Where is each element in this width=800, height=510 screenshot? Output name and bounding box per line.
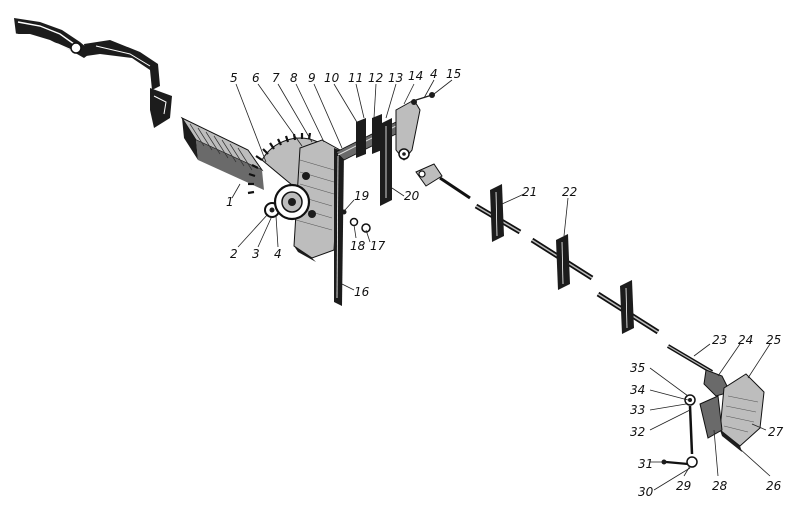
part-label-11: 11: [348, 71, 363, 85]
part-label-17: 17: [370, 239, 386, 253]
lower-mechanism-part: [661, 369, 765, 468]
part-label-1: 1: [226, 195, 234, 209]
part-label-7: 7: [272, 71, 280, 85]
part-label-31: 31: [638, 457, 653, 471]
part-label-21: 21: [522, 185, 537, 199]
part-label-35: 35: [630, 361, 645, 375]
part-label-10: 10: [324, 71, 340, 85]
part-label-34: 34: [630, 383, 645, 397]
part-label-33: 33: [630, 403, 645, 417]
part-label-29: 29: [676, 479, 691, 493]
long-rod-part: [474, 184, 714, 374]
part-label-4a: 4: [274, 247, 282, 261]
part-label-27: 27: [768, 425, 784, 439]
part-label-18: 18: [350, 239, 366, 253]
part-label-3: 3: [252, 247, 260, 261]
part-labels: 1 2 3 4 5 6 7 8 9 10 11 12 13 14 4 15 16…: [226, 67, 784, 499]
part-label-16: 16: [354, 285, 370, 299]
leader-lines: [231, 79, 771, 491]
toothed-rack-part: [180, 116, 264, 190]
part-label-26: 26: [766, 479, 782, 493]
part-label-20: 20: [404, 189, 420, 203]
main-shaft-part: [335, 92, 435, 233]
part-label-4b: 4: [430, 67, 438, 81]
clevis-link-part: [415, 163, 471, 200]
part-label-23: 23: [712, 333, 727, 347]
part-label-14: 14: [408, 69, 423, 83]
part-label-9: 9: [308, 71, 316, 85]
part-label-22: 22: [562, 185, 577, 199]
part-label-5: 5: [230, 71, 238, 85]
part-label-6: 6: [252, 71, 260, 85]
part-label-28: 28: [712, 479, 728, 493]
part-label-12: 12: [368, 71, 383, 85]
part-label-19: 19: [354, 189, 369, 203]
bearing-bracket-part: [273, 139, 344, 306]
part-label-32: 32: [630, 425, 645, 439]
part-label-2: 2: [230, 247, 238, 261]
part-label-15: 15: [446, 67, 461, 81]
part-label-25: 25: [766, 333, 781, 347]
part-label-24: 24: [738, 333, 753, 347]
part-label-13: 13: [388, 71, 403, 85]
part-label-8: 8: [290, 71, 298, 85]
part-label-30: 30: [638, 485, 654, 499]
lever-handle-part: [14, 18, 172, 128]
